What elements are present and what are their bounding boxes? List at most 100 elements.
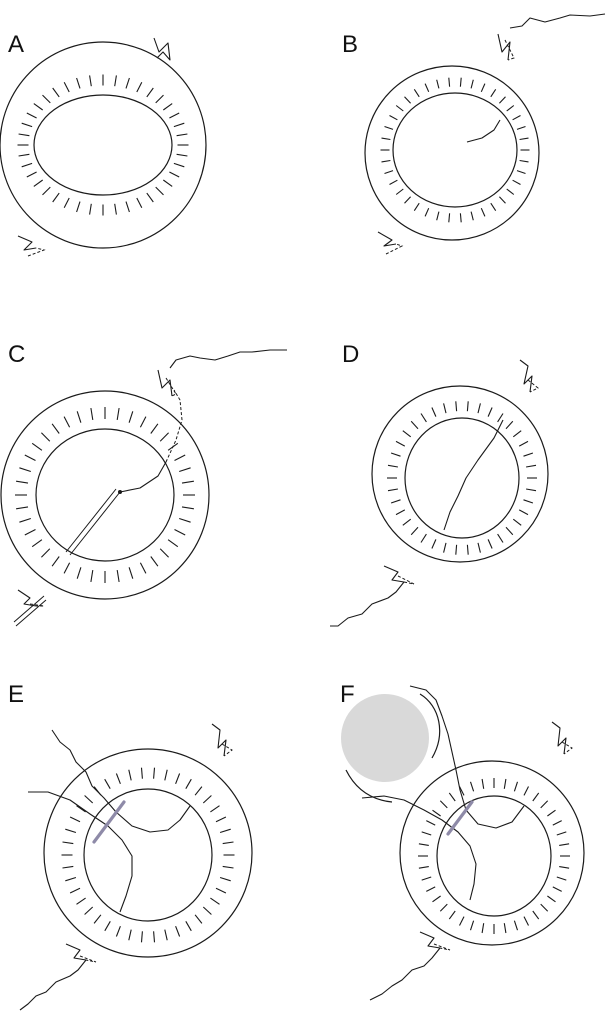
panel-f-suture-lower — [361, 795, 477, 901]
panel-d-knot-dashed — [527, 379, 539, 393]
panel-f-tick-mark — [426, 820, 436, 826]
panel-a-tick-mark — [176, 153, 188, 157]
panel-f-tick-mark — [503, 923, 507, 934]
panel-b-ring — [364, 65, 540, 241]
panel-d-tick-mark — [390, 452, 401, 457]
panel-a-tick-mark — [162, 103, 173, 111]
panel-c-knot — [157, 369, 173, 397]
panel-e-suture-upper — [51, 729, 191, 833]
panel-a-ring — [0, 41, 207, 249]
panel-b-tick-mark — [506, 188, 515, 195]
panel-e-letter: E — [8, 681, 24, 708]
panel-e-tick-mark — [84, 906, 94, 915]
panel-a-ring-inner — [33, 94, 173, 196]
panel-c-tick-mark — [181, 480, 194, 484]
panel-a-tick-mark — [21, 162, 33, 168]
panel-a-tick-mark — [136, 81, 143, 93]
panel-c-tick-mark — [179, 517, 191, 523]
panel-b-tick-mark — [519, 159, 529, 163]
panel-c-ring-outer — [0, 390, 210, 600]
panel-c-tick-mark — [128, 567, 134, 579]
panel-c-knot-dashed — [165, 377, 177, 397]
panel-e-tick-mark — [128, 769, 132, 781]
panel-b-tick-mark — [459, 213, 462, 223]
panel-e-tick-mark — [115, 926, 121, 937]
panel-b-knot-dashed — [504, 39, 515, 61]
panel-b-tick-mark — [490, 202, 497, 212]
panel-f-tick-mark — [426, 886, 436, 892]
panel-d-tick-mark — [512, 430, 522, 438]
panel-c-tick-mark — [159, 548, 169, 558]
panel-f-ring-inner — [436, 795, 552, 917]
panel-e-tick-mark — [164, 929, 168, 941]
panel-d-tick-mark — [505, 420, 514, 430]
panel-d-tick-mark — [395, 509, 406, 516]
panel-c-tick-mark — [159, 432, 169, 442]
panel-c-tick-mark — [90, 408, 94, 420]
panel-e-tick-mark — [185, 778, 192, 789]
panel-f-ring-outer — [399, 760, 585, 946]
panel-d-tick-mark — [455, 401, 458, 412]
panel-f-ring — [399, 760, 585, 946]
panel-a-suture-bottom — [17, 235, 37, 251]
panel-d-tick-mark — [410, 526, 419, 536]
panel-d-tick-mark — [420, 533, 427, 543]
panel-c-needle-point — [118, 490, 122, 494]
panel-b-tick-mark — [516, 170, 526, 175]
panel-b-tick-mark — [480, 83, 486, 93]
panel-b-tick-mark — [470, 211, 474, 221]
panel-e: E — [8, 681, 253, 1011]
panel-b-tick-mark — [395, 105, 404, 112]
panel-d-tick-mark — [526, 464, 537, 468]
panel-f-tick-mark — [556, 831, 567, 836]
panel-f-tick-mark — [421, 831, 432, 836]
panel-b-tick-mark — [512, 179, 521, 185]
panel-f-suture-tail-dashed — [433, 943, 451, 951]
panel-e-tick-mark — [104, 778, 111, 789]
panel-e-tick-mark — [175, 773, 181, 784]
panel-e-suture-lower — [28, 791, 133, 913]
panel-f-tick-mark — [421, 876, 432, 881]
panel-e-tick-mark — [219, 828, 231, 834]
panel-f-tick-mark — [418, 843, 429, 846]
panel-e-tick-mark — [76, 805, 86, 813]
panel-d-tick-mark — [410, 420, 419, 430]
panel-e-tick-mark — [65, 828, 77, 834]
panel-a-tick-mark — [42, 94, 51, 104]
panel-b-tick-mark — [480, 207, 486, 217]
panel-e-tick-mark — [219, 876, 231, 882]
panel-c-tick-mark — [63, 562, 71, 574]
panel-f-suture-tail — [369, 931, 441, 1001]
panel-a: A — [0, 31, 207, 257]
panel-b-tick-mark — [424, 207, 430, 217]
panel-d-tick-mark — [487, 539, 493, 549]
panel-e-tick-mark — [62, 865, 74, 869]
panel-f-tick-mark — [547, 809, 556, 817]
panel-c-tick-mark — [90, 570, 94, 582]
panel-c-tick-mark — [116, 408, 120, 420]
panel-a-suture-top — [153, 37, 171, 61]
panel-e-tick-mark — [215, 887, 227, 894]
panel-a-tick-mark — [33, 103, 44, 111]
panel-f-tick-mark — [481, 923, 485, 934]
panel-d-tick-mark — [443, 542, 447, 553]
panel-c-tick-mark — [139, 416, 147, 428]
panel-c-tick-mark — [76, 411, 82, 423]
panel-d-tick-mark — [523, 499, 534, 504]
panel-c-tick-mark — [41, 548, 51, 558]
panel-d-tick-mark — [518, 509, 529, 516]
panel-a-tick-mark — [176, 133, 188, 137]
panel-b-letter: B — [342, 31, 358, 58]
panel-a-tick-mark — [146, 87, 154, 98]
panel-c-tick-mark — [51, 556, 60, 567]
panel-f-knot-dashed — [561, 741, 573, 755]
panel-a-tick-mark — [26, 171, 37, 178]
panel-f-suture-upper — [409, 685, 525, 829]
panel-c-suture-tail — [169, 349, 287, 369]
panel-f-tick-mark — [552, 886, 562, 892]
panel-a-tick-mark — [42, 186, 51, 196]
panel-b-knot — [497, 33, 511, 61]
panel-a-ticks — [17, 74, 189, 216]
panel-e-ring-inner — [83, 788, 213, 922]
